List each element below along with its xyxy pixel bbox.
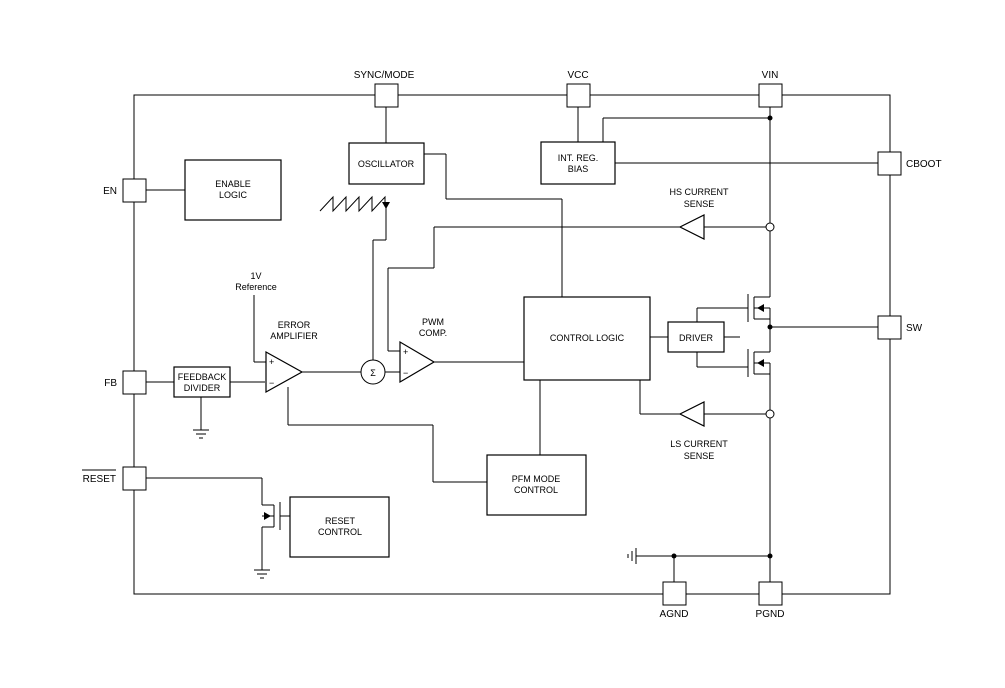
pin-reset	[122, 466, 147, 491]
pwm-comp-label-1: PWM	[422, 317, 444, 327]
pin-label-cboot: CBOOT	[906, 159, 942, 170]
feedback-divider-block: FEEDBACK DIVIDER	[173, 366, 231, 398]
reference-label-1: 1V	[250, 271, 261, 281]
error-amplifier-label-1: ERROR	[278, 320, 311, 330]
control-logic-label: CONTROL LOGIC	[550, 333, 625, 343]
pin-label-reset: RESET	[83, 474, 116, 485]
ls-current-sense-label-2: SENSE	[684, 451, 715, 461]
pin-sync-mode	[374, 83, 399, 108]
reset-control-block: RESET CONTROL	[289, 496, 390, 558]
pin-label-sync-mode: SYNC/MODE	[354, 70, 415, 81]
pwm-comparator: + −	[399, 340, 436, 384]
summing-node: Σ	[360, 359, 386, 385]
pin-vcc	[566, 83, 591, 108]
pin-label-en: EN	[103, 186, 117, 197]
reset-control-line1: RESET	[325, 516, 356, 526]
pin-fb	[122, 370, 147, 395]
pins	[122, 83, 902, 606]
driver-label: DRIVER	[679, 333, 714, 343]
enable-logic-line2: LOGIC	[219, 190, 248, 200]
reference-label-2: Reference	[235, 282, 277, 292]
ground-icon-reset	[254, 569, 270, 579]
pwm-comp-minus: −	[403, 368, 408, 378]
oscillator-label: OSCILLATOR	[358, 159, 415, 169]
pfm-mode-control-block: PFM MODE CONTROL	[486, 454, 587, 516]
pin-vin	[758, 83, 783, 108]
pin-cboot	[877, 151, 902, 176]
chip-outline	[133, 94, 891, 595]
int-reg-bias-block: INT. REG. BIAS	[540, 141, 616, 185]
reset-control-line2: CONTROL	[318, 527, 362, 537]
hs-current-sense-amp	[678, 214, 775, 240]
ramp-arrow-icon	[382, 202, 390, 209]
pin-en	[122, 178, 147, 203]
pin-label-fb: FB	[104, 378, 117, 389]
wires	[146, 107, 878, 582]
pin-label-vcc: VCC	[567, 70, 588, 81]
feedback-divider-line2: DIVIDER	[184, 383, 221, 393]
error-amplifier: + −	[265, 350, 304, 394]
pwm-comp-label-2: COMP.	[419, 328, 447, 338]
pwm-comp-plus: +	[403, 347, 408, 357]
control-logic-block: CONTROL LOGIC	[523, 296, 651, 381]
error-amp-plus: +	[269, 357, 274, 367]
pin-label-vin: VIN	[762, 70, 779, 81]
ground-icon-feedback	[193, 429, 209, 439]
int-reg-line2: BIAS	[568, 164, 589, 174]
oscillator-block: OSCILLATOR	[348, 142, 425, 185]
pin-label-agnd: AGND	[660, 609, 689, 620]
sawtooth-ramp-icon	[319, 195, 386, 213]
pfm-mode-line1: PFM MODE	[512, 474, 561, 484]
pin-agnd	[662, 581, 687, 606]
error-amplifier-label-2: AMPLIFIER	[270, 331, 318, 341]
pin-pgnd	[758, 581, 783, 606]
pin-sw	[877, 315, 902, 340]
pin-label-sw: SW	[906, 323, 923, 334]
pfm-mode-line2: CONTROL	[514, 485, 558, 495]
int-reg-line1: INT. REG.	[558, 153, 599, 163]
feedback-divider-line1: FEEDBACK	[178, 372, 227, 382]
high-side-mosfet-icon	[740, 294, 771, 349]
hs-current-sense-label-2: SENSE	[684, 199, 715, 209]
pin-label-pgnd: PGND	[756, 609, 785, 620]
enable-logic-line1: ENABLE	[215, 179, 251, 189]
enable-logic-block: ENABLE LOGIC	[184, 159, 282, 221]
ground-icon-agnd	[627, 548, 637, 564]
reset-mosfet-icon	[261, 502, 281, 530]
driver-block: DRIVER	[667, 321, 725, 353]
error-amp-minus: −	[269, 378, 274, 388]
sigma-symbol: Σ	[370, 368, 376, 378]
ls-current-sense-label-1: LS CURRENT	[670, 439, 728, 449]
low-side-mosfet-icon	[747, 349, 771, 380]
hs-current-sense-label-1: HS CURRENT	[669, 187, 729, 197]
junction-dots	[671, 115, 773, 559]
ls-current-sense-amp	[678, 401, 775, 427]
